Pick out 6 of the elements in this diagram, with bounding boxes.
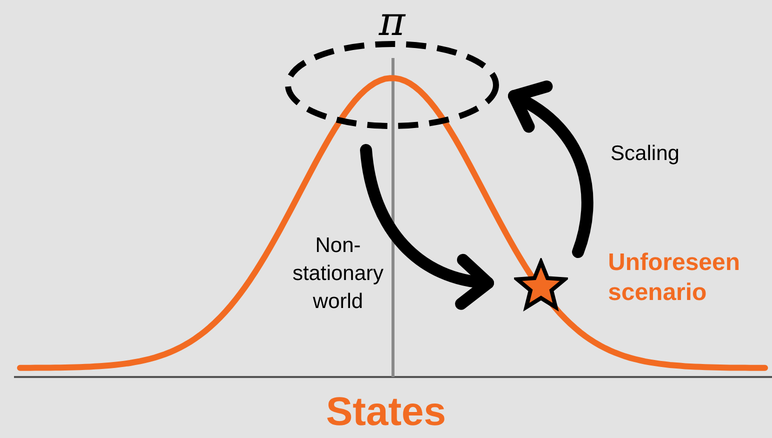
curved-arrow [508,82,594,258]
star-marker [514,258,568,312]
axis-title: States [326,389,446,436]
curved-arrow [360,144,494,308]
scenario-caption: Unforeseen scenario [608,248,742,308]
policy-symbol: π [378,2,406,42]
